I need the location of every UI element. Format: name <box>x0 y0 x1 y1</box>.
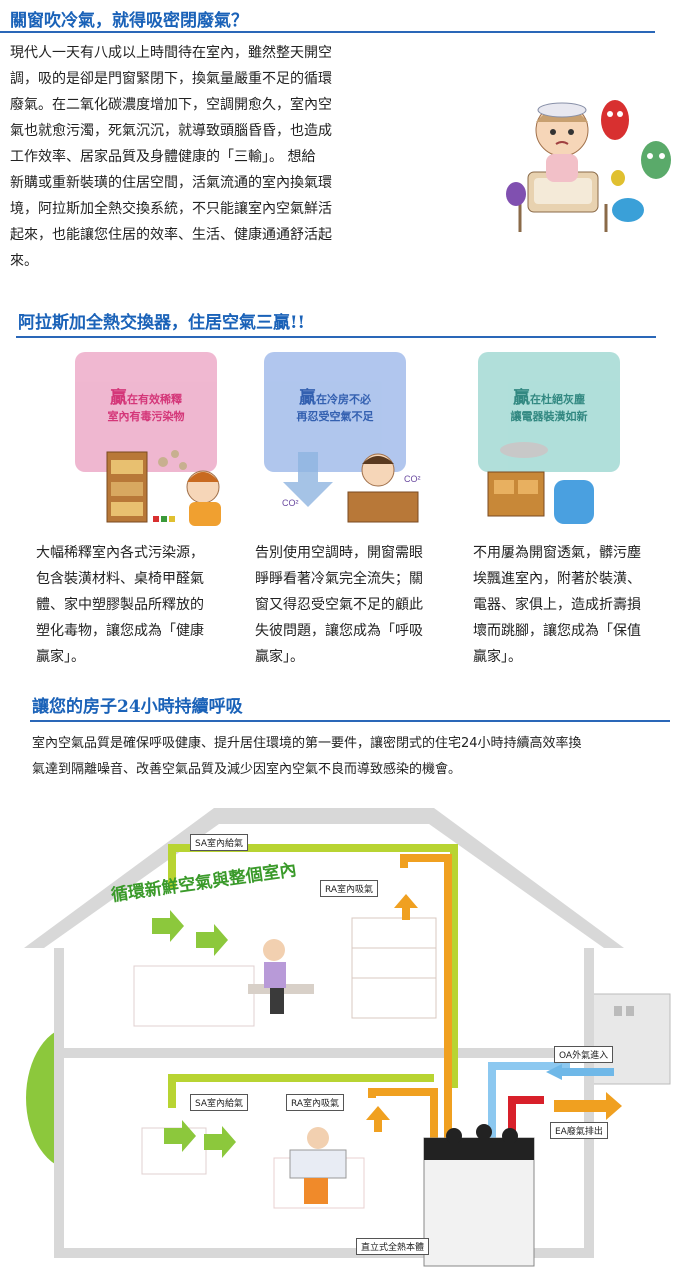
paragraph-line: 現代人一天有八成以上時間待在室內，雖然整天開空 <box>10 45 332 61</box>
section3-rule <box>30 720 670 722</box>
benefit-line: 體、家中塑膠製品所釋放的 <box>36 597 204 613</box>
benefit-line: 塑化毒物，讓您成為「健康 <box>36 623 204 639</box>
benefit-subheading: 室內有毒污染物 <box>107 410 185 423</box>
benefit-line: 失彼問題，讓您成為「呼吸 <box>255 623 423 639</box>
oa-tag: OA外氣進入 <box>554 1046 614 1063</box>
section1-paragraph: 現代人一天有八成以上時間待在室內，雖然整天開空調，吸的是卻是門窗緊閉下，換氣量嚴… <box>10 40 366 274</box>
paragraph-line: 來。 <box>10 253 38 269</box>
benefit-heading: 在有效稀釋 <box>127 393 182 406</box>
ra-upper-tag: RA室內吸氣 <box>320 880 379 897</box>
benefit-heading: 在冷房不必 <box>316 393 371 406</box>
section3-paragraph: 室內空氣品質是確保呼吸健康、提升居住環境的第一要件，讓密閉式的住宅24小時持續高… <box>32 731 672 783</box>
desk-man-illustration: CO² CO² <box>282 452 421 523</box>
benefit-line: 電器、家俱上，造成折壽損 <box>473 597 641 613</box>
paragraph-line: 工作效率、居家品質及身體健康的「三輸」。 想給 <box>10 149 316 165</box>
paragraph-line: 起來，也能讓您住居的效率、生活、健康通通舒活起 <box>10 227 332 243</box>
paragraph-line: 氣達到隔離噪音、改善空氣品質及減少因室內空氣不良而導致感染的機會。 <box>32 762 462 777</box>
benefit-heading: 在杜絕灰塵 <box>530 393 585 406</box>
ea-tag: EA廢氣排出 <box>550 1122 608 1139</box>
benefit-card-breathing: 贏在冷房不必 再忍受空氣不足 CO² CO² <box>258 352 458 532</box>
sick-girl-illustration <box>506 100 671 232</box>
section1-rule <box>0 31 655 33</box>
benefit-text-3: 不用屢為開窗透氣，髒污塵埃飄進室內，附著於裝潢、電器、家俱上，造成折壽損壞而跳腳… <box>473 540 661 670</box>
paragraph-line: 調，吸的是卻是門窗緊閉下，換氣量嚴重不足的循環 <box>10 71 332 87</box>
benefit-line: 不用屢為開窗透氣，髒污塵 <box>473 545 641 561</box>
unit-tag: 直立式全熱本體 <box>356 1238 430 1255</box>
benefit-subheading: 再忍受空氣不足 <box>296 410 374 423</box>
win-char: 贏 <box>299 388 316 408</box>
sa-lower-tag: SA室內給氣 <box>190 1094 249 1111</box>
benefit-line: 睜睜看著冷氣完全流失；關 <box>255 571 423 587</box>
benefit-line: 大幅稀釋室內各式污染源， <box>36 545 204 561</box>
ventilation-diagram: 循環新鮮空氣與整個室內 SA室內給氣 RA室內吸氣 SA室內給氣 RA室內吸氣 … <box>14 808 676 1268</box>
paragraph-line: 新購或重新裝璜的住居空間，活氣流通的室內換氣環 <box>10 175 332 191</box>
paragraph-line: 氣也就愈污濁，死氣沉沉，就導致頭腦昏昏，也造成 <box>10 123 332 139</box>
bookshelf-boy-illustration <box>106 450 221 526</box>
benefit-line: 贏家」。 <box>255 649 304 665</box>
win-char: 贏 <box>513 388 530 408</box>
benefit-line: 贏家」。 <box>473 649 522 665</box>
benefit-line: 贏家」。 <box>36 649 85 665</box>
sa-upper-tag: SA室內給氣 <box>190 834 249 851</box>
benefit-subheading: 讓電器裝潢如新 <box>510 410 588 423</box>
svg-text:CO²: CO² <box>282 498 299 508</box>
benefit-line: 壞而跳腳，讓您成為「保值 <box>473 623 641 639</box>
benefit-line: 埃飄進室內，附著於裝潢、 <box>473 571 641 587</box>
benefit-card-health: 贏在有效稀釋 室內有毒污染物 <box>33 352 233 532</box>
paragraph-line: 境，阿拉斯加全熱交換系統，不只能讓室內空氣鮮活 <box>10 201 332 217</box>
section1-title: 關窗吹冷氣，就得吸密閉廢氣？ <box>10 11 248 31</box>
benefit-line: 告別使用空調時，開窗需眼 <box>255 545 423 561</box>
puzzle-piece: 贏在冷房不必 再忍受空氣不足 <box>264 352 406 472</box>
furniture-illustration <box>487 442 594 524</box>
section2-title: 阿拉斯加全熱交換器，住居空氣三贏!! <box>18 313 305 333</box>
benefit-text-1: 大幅稀釋室內各式污染源， 包含裝潢材料、桌椅甲醛氣體、家中塑膠製品所釋放的塑化毒物… <box>36 540 224 670</box>
paragraph-line: 廢氣。在二氧化碳濃度增加下，空調開愈久，室內空 <box>10 97 332 113</box>
puzzle-piece: 贏在有效稀釋 室內有毒污染物 <box>75 352 217 472</box>
ra-lower-tag: RA室內吸氣 <box>286 1094 345 1111</box>
win-char: 贏 <box>110 388 127 408</box>
house-drawing <box>24 808 671 1267</box>
svg-text:CO²: CO² <box>404 474 421 484</box>
paragraph-line: 室內空氣品質是確保呼吸健康、提升居住環境的第一要件，讓密閉式的住宅24小時持續高… <box>32 736 582 751</box>
benefit-line: 窗又得忍受空氣不足的顧此 <box>255 597 423 613</box>
section3-title: 讓您的房子24小時持續呼吸 <box>32 697 243 717</box>
benefit-card-value: 贏在杜絕灰塵 讓電器裝潢如新 <box>476 352 676 532</box>
benefit-text-2: 告別使用空調時，開窗需眼睜睜看著冷氣完全流失；關窗又得忍受空氣不足的顧此失彼問題… <box>255 540 443 670</box>
benefit-line: 包含裝潢材料、桌椅甲醛氣 <box>36 571 204 587</box>
section2-rule <box>16 336 656 338</box>
